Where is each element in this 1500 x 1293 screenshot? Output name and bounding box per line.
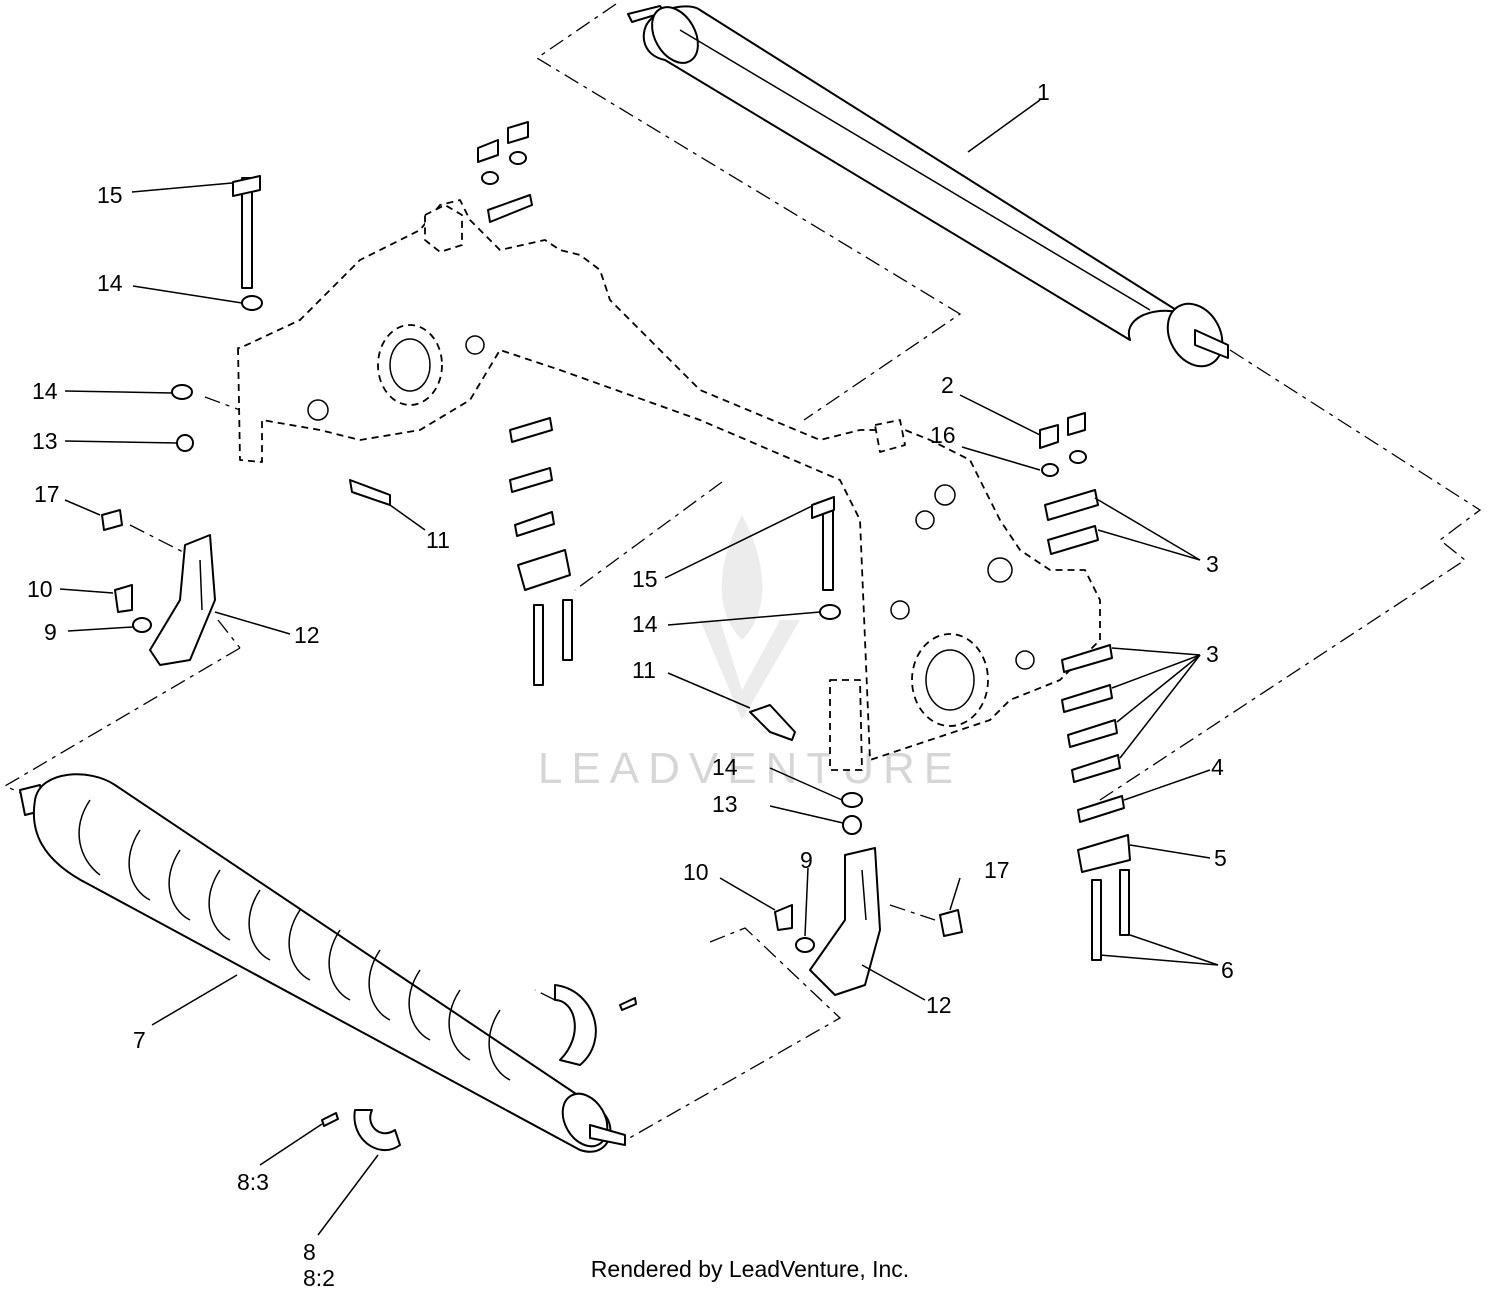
callout-10: 10: [27, 576, 53, 602]
callout-11: 11: [426, 527, 450, 553]
callout-16: 16: [930, 422, 956, 448]
callout-14: 14: [32, 378, 58, 404]
callout-11: 11: [632, 657, 656, 683]
callout-13: 13: [712, 791, 738, 817]
callout-4: 4: [1211, 754, 1224, 780]
callout-7: 7: [133, 1027, 146, 1053]
part-bracket-right: [749, 496, 963, 996]
callout-13: 13: [32, 428, 58, 454]
callout-15: 15: [97, 182, 123, 208]
callout-12: 12: [926, 992, 952, 1018]
part-frame: [237, 199, 1101, 771]
callout-9: 9: [800, 847, 813, 873]
callout-17: 17: [984, 857, 1010, 883]
part-mount-stack-right: [1039, 412, 1131, 961]
callout-10: 10: [683, 859, 709, 885]
callout-14: 14: [97, 270, 123, 296]
callout-8: 8: [303, 1239, 316, 1265]
part-bearing-halves: [321, 984, 637, 1151]
callout-17: 17: [34, 481, 60, 507]
part-bracket-left: [101, 175, 391, 666]
callout-labels: 1 2 3 3 4 5 6 7 8 8:2 8:3 9 9 10 10 11 1…: [27, 79, 1234, 1291]
part-mount-stack-left: [477, 121, 573, 686]
callout-14: 14: [632, 611, 658, 637]
callout-2: 2: [941, 372, 954, 398]
part-reel: [19, 773, 626, 1153]
callout-15: 15: [632, 566, 658, 592]
callout-1: 1: [1037, 79, 1050, 105]
leader-lines: [59, 99, 1219, 1236]
callout-12: 12: [294, 622, 320, 648]
callout-6: 6: [1221, 957, 1234, 983]
callout-5: 5: [1214, 845, 1227, 871]
render-credit: Rendered by LeadVenture, Inc.: [590, 1256, 910, 1282]
part-roller: [627, 5, 1229, 368]
callout-9: 9: [44, 619, 57, 645]
callout-14: 14: [712, 754, 738, 780]
callout-8-3: 8:3: [237, 1169, 269, 1195]
callout-8-2: 8:2: [303, 1265, 335, 1291]
callout-3: 3: [1206, 641, 1219, 667]
callout-3: 3: [1206, 551, 1219, 577]
